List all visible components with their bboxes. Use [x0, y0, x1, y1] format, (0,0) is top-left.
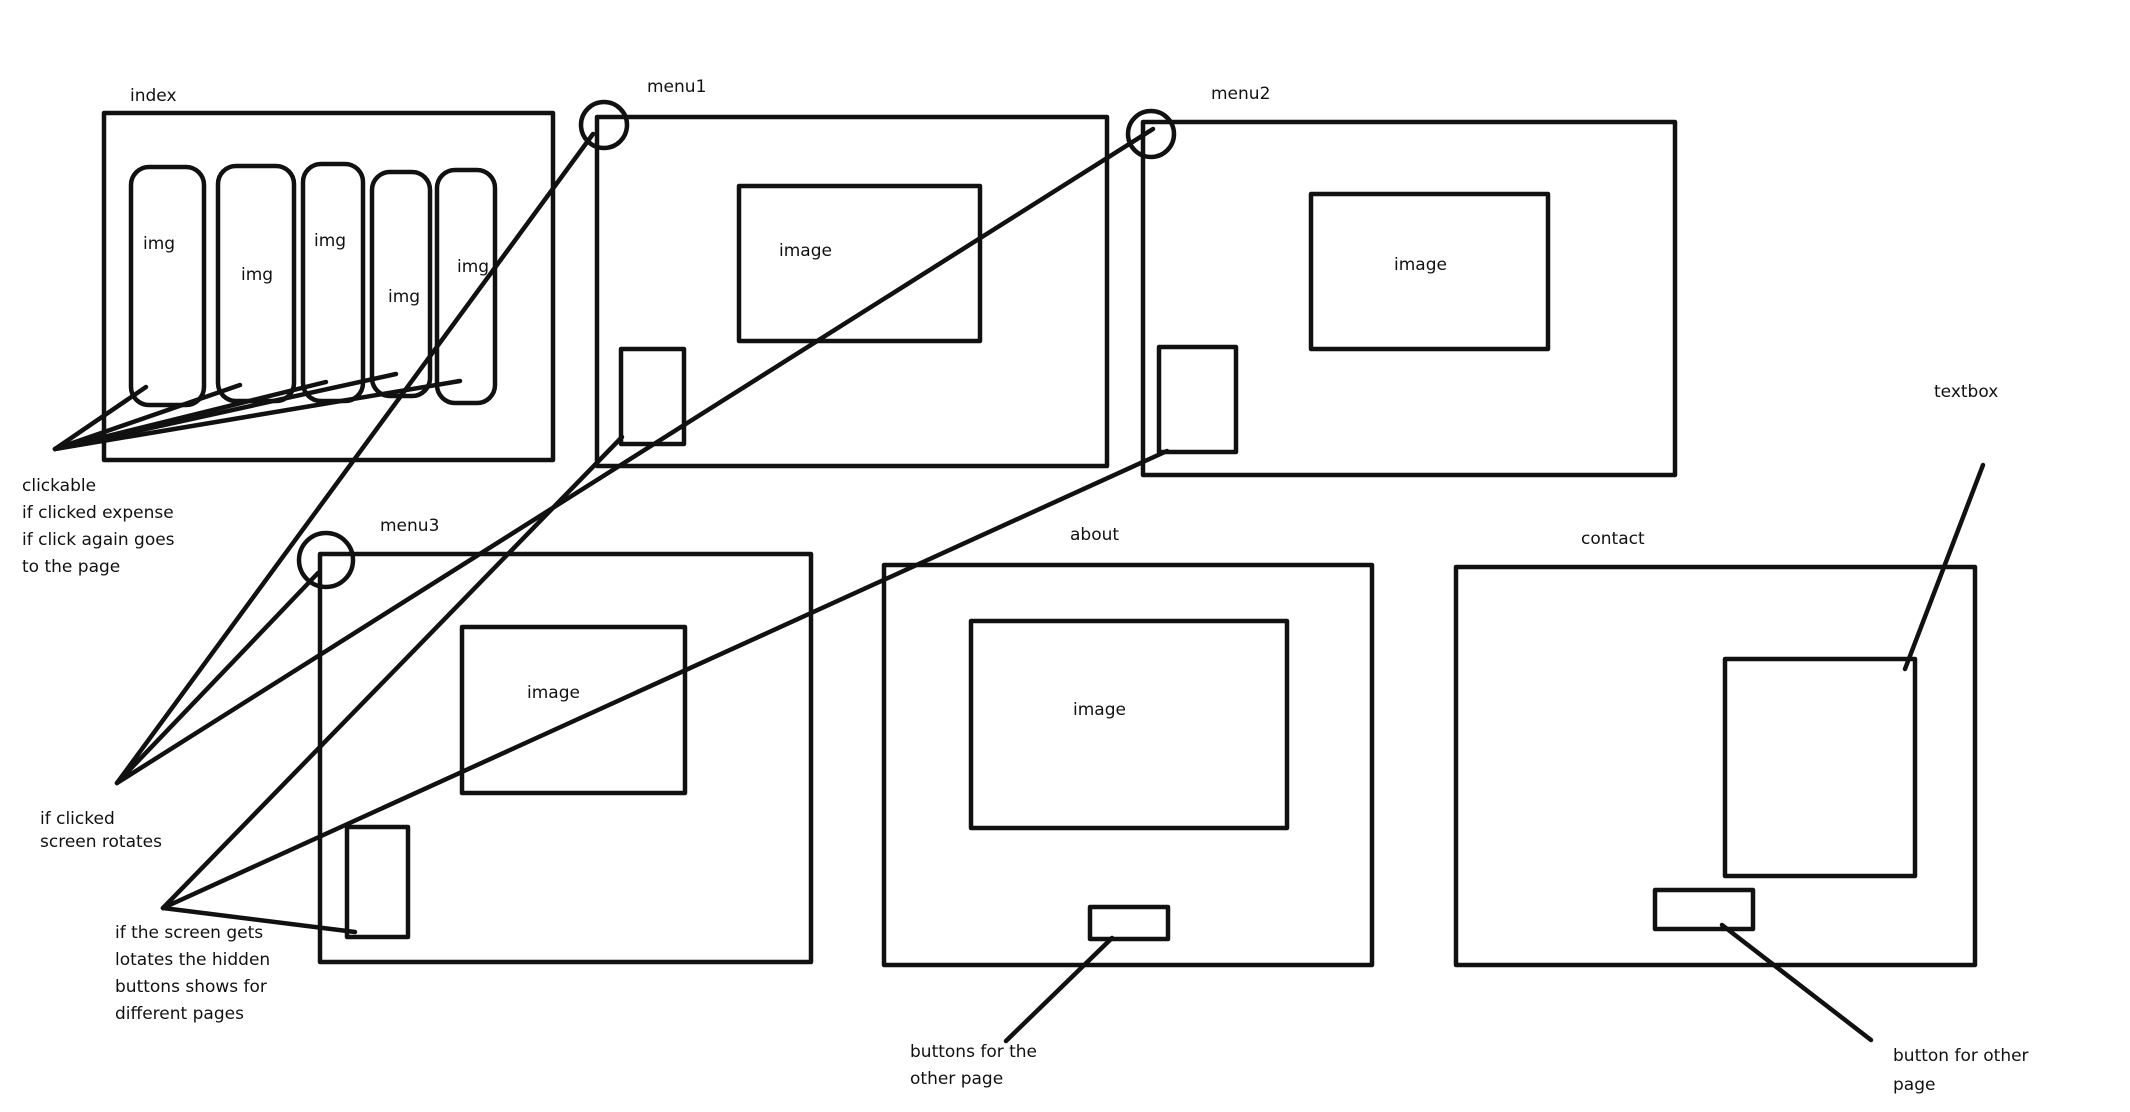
contact-frame	[1453, 564, 1978, 968]
index-frame	[101, 110, 556, 463]
menu2-corner-circle[interactable]	[1125, 108, 1177, 160]
about-image-label: image	[1073, 700, 1126, 720]
menu3-image-label: image	[527, 683, 580, 703]
clickable-pointer-lines	[52, 371, 463, 452]
hidden-buttons-pointer-lines	[160, 434, 1170, 935]
contact-title: contact	[1581, 529, 1645, 549]
contact-textbox[interactable]	[1722, 656, 1918, 879]
menu3-hidden-button[interactable]	[344, 824, 411, 940]
about-frame	[881, 562, 1375, 968]
menu1-title: menu1	[647, 77, 707, 97]
menu3-image-box	[459, 624, 688, 796]
clickable-note: clickable if clicked expense if click ag…	[22, 476, 175, 577]
menu2-frame	[1140, 119, 1678, 478]
menu1-frame	[594, 114, 1110, 469]
about-button-note: buttons for the other page	[910, 1042, 1038, 1089]
contact-other-page-button[interactable]	[1652, 887, 1756, 932]
menu3-title: menu3	[380, 516, 440, 536]
index-img-tile-1[interactable]	[128, 164, 207, 408]
index-img-label-1: img	[143, 234, 176, 254]
index-img-label-2: img	[241, 265, 274, 285]
index-img-label-3: img	[314, 231, 347, 251]
menu1-corner-circle[interactable]	[578, 99, 630, 151]
textbox-pointer	[1902, 462, 1986, 672]
contact-button-pointer	[1719, 922, 1874, 1043]
textbox-label: textbox	[1934, 382, 1999, 402]
menu3-frame	[317, 551, 814, 965]
contact-button-note: button for other page	[1893, 1046, 2029, 1095]
about-other-page-button[interactable]	[1087, 904, 1171, 942]
about-image-box	[968, 618, 1290, 831]
index-img-label-4: img	[388, 287, 421, 307]
menu2-hidden-button[interactable]	[1156, 344, 1239, 455]
about-button-pointer	[1003, 935, 1115, 1044]
menu2-image-box	[1308, 191, 1551, 352]
hidden-buttons-note: if the screen gets lotates the hidden bu…	[115, 923, 271, 1024]
menu1-image-label: image	[779, 241, 832, 261]
menu1-image-box	[736, 183, 983, 344]
index-img-tile-5[interactable]	[434, 167, 498, 406]
menu2-title: menu2	[1211, 84, 1271, 104]
index-img-label-5: img	[457, 257, 490, 277]
menu2-image-label: image	[1394, 255, 1447, 275]
rotate-pointer-lines	[114, 126, 1156, 786]
menu3-corner-circle[interactable]	[296, 530, 356, 590]
about-title: about	[1070, 525, 1120, 545]
index-img-tile-4[interactable]	[369, 169, 433, 399]
index-title: index	[130, 86, 177, 106]
rotate-note: if clicked screen rotates	[40, 809, 162, 852]
index-img-tile-3[interactable]	[300, 161, 366, 404]
